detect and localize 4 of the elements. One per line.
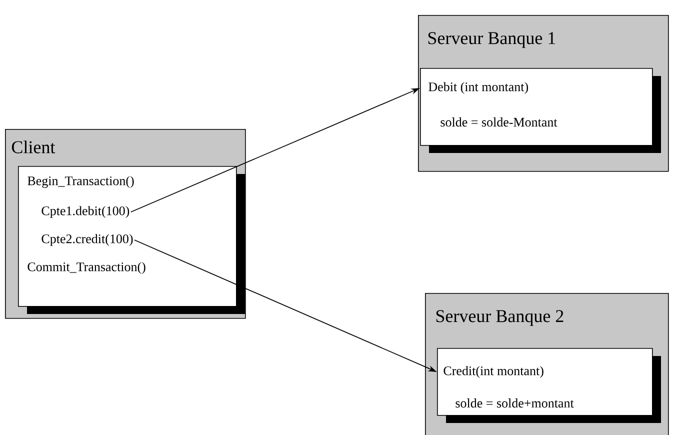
code-box: Credit(int montant) solde = solde+montant (437, 348, 661, 423)
code-box: Debit (int montant) solde = solde-Montant (420, 68, 661, 153)
code-line: Cpte1.debit(100) (42, 206, 130, 218)
code-line: Cpte2.credit(100) (42, 234, 133, 246)
